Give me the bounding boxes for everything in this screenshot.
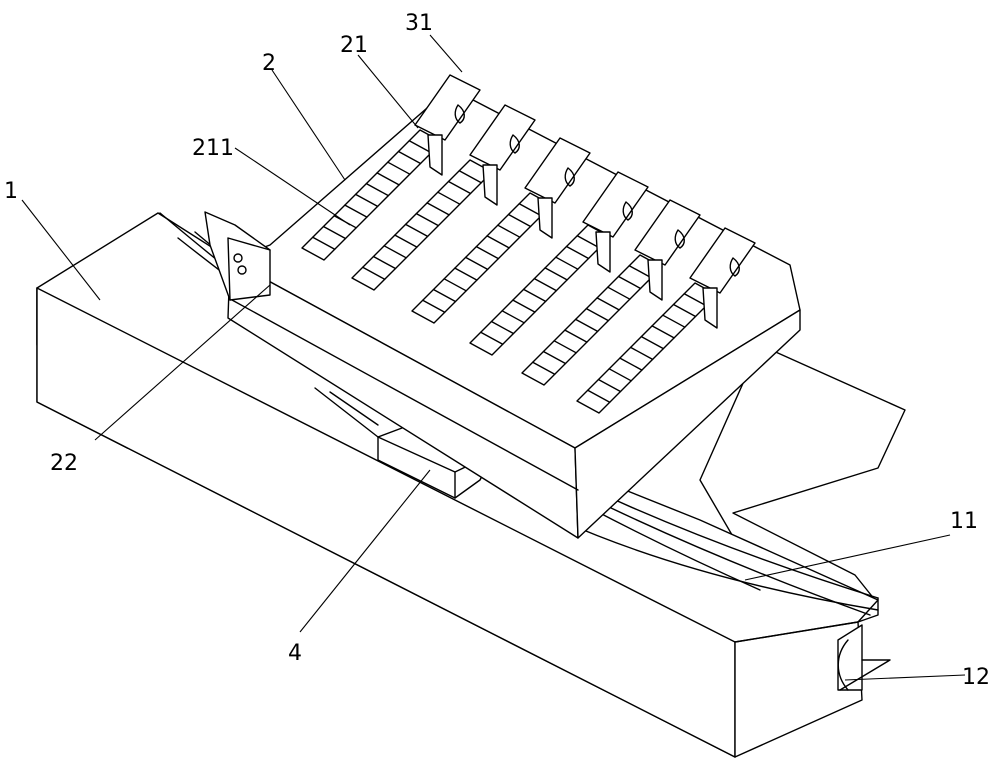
slot-rung <box>426 202 450 216</box>
slot-rung <box>501 310 525 324</box>
label-21: 21 <box>340 33 368 58</box>
slot-rung <box>397 150 422 165</box>
clip-tab <box>647 259 663 301</box>
slot-rung <box>383 245 407 259</box>
slot-rung <box>574 318 599 333</box>
label-31: 31 <box>405 11 433 36</box>
slot-rung <box>544 267 568 281</box>
clip <box>582 171 649 273</box>
slot-rung <box>490 320 515 335</box>
slot-rung <box>376 172 400 186</box>
slot-rung <box>585 307 610 322</box>
slot-rung <box>312 236 336 250</box>
slot-rung <box>629 346 654 361</box>
clip <box>524 137 591 239</box>
slot-rung <box>497 224 521 238</box>
slot-rung <box>408 140 432 154</box>
slot-rung <box>608 368 632 382</box>
slot-rung <box>518 203 542 217</box>
slot-rung <box>597 378 622 393</box>
slot-rung <box>458 170 482 184</box>
clip-tab <box>702 287 718 329</box>
slot-rung <box>362 266 386 280</box>
label-211: 211 <box>192 136 234 161</box>
tray-slots <box>301 129 718 414</box>
slot-rung <box>576 235 600 249</box>
slot-rung <box>512 299 536 313</box>
label-11: 11 <box>950 509 978 534</box>
slot-rung <box>672 303 697 318</box>
slot-rung <box>486 235 510 249</box>
slot-rung <box>565 245 590 260</box>
label-4: 4 <box>288 641 302 666</box>
slot-rung <box>447 180 472 195</box>
leader-lines <box>21 34 966 681</box>
slot-rung <box>507 213 532 228</box>
slot-rung <box>372 255 397 270</box>
label-1: 1 <box>4 179 18 204</box>
slot-rung <box>344 204 368 218</box>
slot-rung <box>354 193 379 208</box>
slot-rung <box>365 182 390 197</box>
slot-rung <box>415 212 440 227</box>
slot-rung <box>443 278 467 292</box>
clip <box>414 74 481 176</box>
slot <box>521 254 663 386</box>
slot-rung <box>619 357 643 371</box>
slot-rung <box>422 299 446 313</box>
label-22: 22 <box>50 451 78 476</box>
labels: 1 2 21 31 211 22 4 11 12 <box>4 11 990 690</box>
slot-rung <box>532 361 556 375</box>
clip <box>689 227 756 329</box>
clip-drop <box>674 229 685 249</box>
clip-tab <box>595 231 611 273</box>
slot-rung <box>662 314 686 328</box>
clip-drop <box>564 167 575 187</box>
slot-rung <box>322 225 347 240</box>
slot-rung <box>587 389 611 403</box>
clip <box>469 104 536 206</box>
slot-rung <box>454 267 478 281</box>
slot-rung <box>464 256 489 271</box>
slot-rung <box>640 335 665 350</box>
slot-rung <box>628 265 652 279</box>
clips <box>414 74 756 329</box>
clip-drop <box>454 104 465 124</box>
clip-tab <box>537 197 553 239</box>
clip-drop <box>729 257 740 277</box>
slot-rung <box>437 191 461 205</box>
slot-rung <box>533 277 558 292</box>
slot-rung <box>394 234 418 248</box>
slot-rung <box>480 331 504 345</box>
label-2: 2 <box>262 51 276 76</box>
slot-rung <box>432 288 457 303</box>
slot-rung <box>651 325 675 339</box>
clip-tab <box>482 164 498 206</box>
clip-drop <box>622 201 633 221</box>
slot-rung <box>553 340 577 354</box>
slot-rung <box>607 286 631 300</box>
slot-rung <box>555 256 579 270</box>
slot-rung <box>542 350 567 365</box>
clip-drop <box>509 134 520 154</box>
slot-rung <box>475 245 500 260</box>
slot-rung <box>564 329 588 343</box>
slot-rung <box>522 288 547 303</box>
clip-tab <box>427 134 443 176</box>
clip <box>634 199 701 301</box>
slot-rung <box>683 293 707 307</box>
slot-rung <box>617 275 642 290</box>
slot-rung <box>404 223 429 238</box>
slot-rung <box>387 161 411 175</box>
slot-rung <box>596 297 620 311</box>
label-12: 12 <box>962 665 990 690</box>
